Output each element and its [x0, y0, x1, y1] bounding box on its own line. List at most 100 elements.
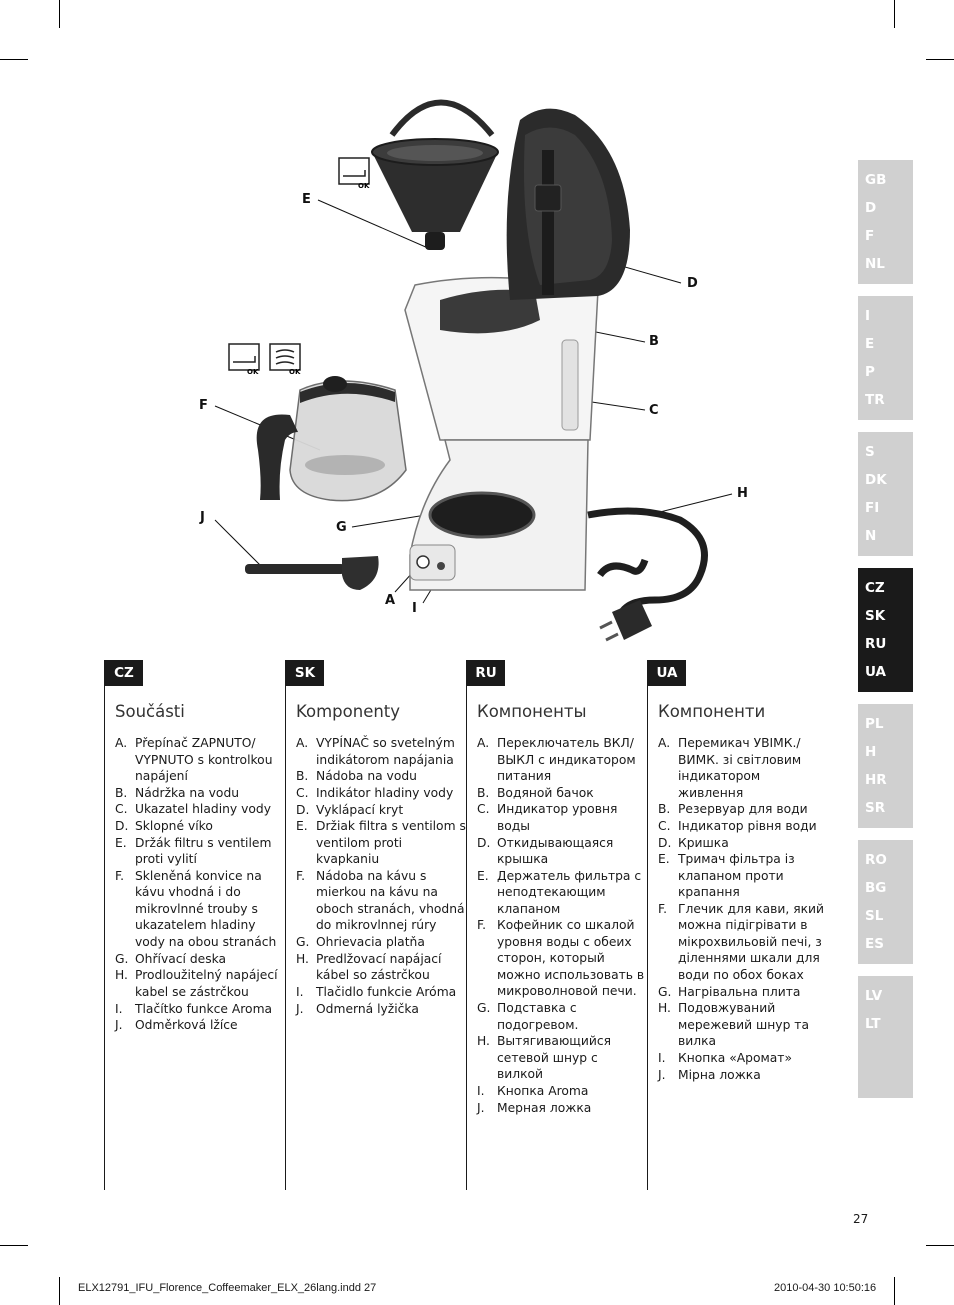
lang-tab-gb[interactable]: GB	[865, 172, 887, 188]
item-letter: G.	[658, 984, 672, 999]
item-letter: D.	[115, 819, 129, 834]
item-letter: G.	[296, 935, 310, 950]
footer-timestamp: 2010-04-30 10:50:16	[774, 1282, 877, 1294]
crop-mark	[0, 59, 28, 60]
lang-tab-hr[interactable]: HR	[865, 772, 887, 788]
power-cord-drawing	[587, 507, 708, 642]
item-letter: J.	[115, 1018, 123, 1033]
lang-tab-ru[interactable]: RU	[865, 636, 887, 652]
lang-tab-h[interactable]: H	[865, 744, 877, 760]
list-item: E.Držiak filtra s ventilom s ventilom pr…	[296, 818, 466, 868]
item-letter: I.	[115, 1001, 123, 1016]
lang-group-lv: LV LT	[858, 976, 913, 1098]
language-badge: SK	[286, 660, 324, 686]
item-letter: F.	[477, 918, 487, 933]
lid-drawing	[506, 108, 630, 300]
item-letter: E.	[296, 819, 308, 834]
list-item: F.Skleněná konvice na kávu vhodná i do m…	[115, 868, 285, 951]
item-text: Вытягивающийся сетевой шнур с вилкой	[497, 1034, 612, 1082]
callout-g: G	[336, 520, 347, 535]
lang-tab-es[interactable]: ES	[865, 936, 884, 952]
column-cz: CZ Součásti A.Přepínač ZAPNUTO/ VYPNUTO …	[104, 660, 285, 1190]
list-item: I.Кнопка «Аромат»	[658, 1050, 828, 1067]
lang-tab-sl[interactable]: SL	[865, 908, 884, 924]
column-ru: RU Компоненты A.Переключатель ВКЛ/ ВЫКЛ …	[466, 660, 647, 1190]
item-letter: H.	[477, 1034, 490, 1049]
list-item: B.Резервуар для води	[658, 801, 828, 818]
crop-mark	[0, 1245, 28, 1246]
lang-tab-ua[interactable]: UA	[865, 664, 886, 680]
lang-tab-nl[interactable]: NL	[865, 256, 885, 272]
item-letter: E.	[477, 868, 489, 883]
list-item: B.Водяной бачок	[477, 785, 647, 802]
item-text: Přepínač ZAPNUTO/ VYPNUTO s kontrolkou n…	[135, 736, 273, 783]
lang-tab-sk[interactable]: SK	[865, 608, 886, 624]
item-letter: I.	[658, 1051, 666, 1065]
coffeemaker-illustration: OK OK OK	[214, 99, 733, 642]
item-text: Tlačítko funkce Aroma	[135, 1001, 273, 1016]
item-letter: D.	[658, 835, 672, 850]
item-text: Indikátor hladiny vody	[316, 785, 454, 800]
item-text: Кришка	[678, 835, 729, 850]
lang-tab-pl[interactable]: PL	[865, 716, 884, 732]
crop-mark	[59, 1277, 60, 1305]
lang-tab-sr[interactable]: SR	[865, 800, 886, 816]
lang-tab-dk[interactable]: DK	[865, 472, 887, 488]
list-item: D. Кришка	[658, 835, 828, 852]
item-text: Odměrková lžíce	[135, 1018, 238, 1033]
list-item: G.Подставка с подогревом.	[477, 1000, 647, 1033]
item-text: Prodloužitelný napájecí kabel se zástrčk…	[135, 968, 278, 999]
list-item: H. Вытягивающийся сетевой шнур с вилкой	[477, 1033, 647, 1083]
list-item: H. Prodloužitelný napájecí kabel se zástr…	[115, 967, 285, 1000]
lang-tab-p[interactable]: P	[865, 364, 875, 380]
list-item: E.Тримач фільтра із клапаном проти крапа…	[658, 851, 828, 901]
lang-tab-fi[interactable]: FI	[865, 500, 880, 516]
item-text: Držák filtru s ventilem proti vylití	[135, 835, 272, 867]
lang-tab-f[interactable]: F	[865, 228, 875, 244]
lang-tab-i[interactable]: I	[865, 308, 871, 324]
language-badge: RU	[467, 660, 505, 686]
column-sk: SK Komponenty A.VYPÍNAČ so svetelným ind…	[285, 660, 466, 1190]
list-item: A.VYPÍNAČ so svetelným indikátorom napáj…	[296, 735, 466, 768]
list-item: C.Indikátor hladiny vody	[296, 785, 466, 802]
item-text: Odmerná lyžička	[316, 1001, 419, 1016]
list-item: E.Держатель фильтра с неподтекающим клап…	[477, 868, 647, 918]
language-badge: CZ	[105, 660, 143, 686]
item-text: Подставка с подогревом.	[497, 1001, 579, 1032]
lang-tab-cz[interactable]: CZ	[865, 580, 885, 596]
parts-list: A.Перемикач УВІМК./ ВИМК. зі світловим і…	[658, 735, 828, 1083]
item-text: Мірна ложка	[678, 1067, 761, 1082]
list-item: J.Мерная ложка	[477, 1100, 647, 1117]
lang-tab-d[interactable]: D	[865, 200, 877, 216]
list-item: J.Odmerná lyžička	[296, 1001, 466, 1018]
lang-tab-bg[interactable]: BG	[865, 880, 887, 896]
lang-tab-s[interactable]: S	[865, 444, 875, 460]
crop-mark	[59, 0, 60, 28]
item-text: Sklopné víko	[135, 819, 213, 834]
lang-group-s: S DK FI N	[858, 432, 913, 556]
filter-holder-drawing	[371, 99, 499, 250]
callout-f: F	[199, 398, 208, 413]
item-text: Nádoba na kávu s mierkou na kávu na oboc…	[316, 868, 465, 933]
parts-list: A.Переключатель ВКЛ/ ВЫКЛ с индикатором …	[477, 735, 647, 1116]
dishwasher-ok-icon: OK	[338, 157, 370, 190]
lang-tab-lv[interactable]: LV	[865, 988, 883, 1004]
list-item: I. Tlačítko funkce Aroma	[115, 1001, 285, 1018]
callout-a: A	[385, 593, 396, 608]
lang-tab-e[interactable]: E	[865, 336, 875, 352]
lang-tab-ro[interactable]: RO	[865, 852, 887, 868]
item-letter: I.	[477, 1084, 485, 1098]
item-text: Кофейник со шкалой уровня воды с обеих с…	[497, 918, 645, 999]
lang-tab-tr[interactable]: TR	[865, 392, 885, 408]
list-item: A.Перемикач УВІМК./ ВИМК. зі світловим і…	[658, 735, 828, 801]
item-text: Кнопка Aroma	[497, 1084, 589, 1098]
list-item: C.Индикатор уровня воды	[477, 801, 647, 834]
lang-tab-lt[interactable]: LT	[865, 1016, 881, 1032]
list-item: I. Кнопка Aroma	[477, 1083, 647, 1100]
lang-tab-n[interactable]: N	[865, 528, 877, 544]
item-letter: A.	[658, 736, 671, 750]
item-text: Тримач фільтра із клапаном проти крапанн…	[678, 852, 795, 900]
item-letter: D.	[477, 835, 491, 850]
item-letter: H.	[115, 968, 128, 983]
parts-list: A.VYPÍNAČ so svetelným indikátorom napáj…	[296, 735, 466, 1017]
